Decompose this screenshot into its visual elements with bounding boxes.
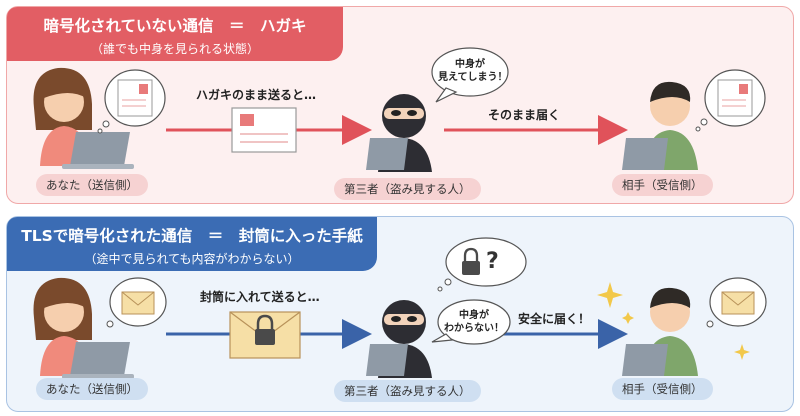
thief-thought-bubble-bottom: [437, 237, 527, 292]
encrypted-banner: TLSで暗号化された通信 ＝ 封筒に入った手紙 （途中で見られても内容がわからな…: [7, 217, 377, 271]
unencrypted-subtitle: （誰でも中身を見られる状態）: [90, 42, 259, 56]
laptop-icon: [366, 138, 408, 170]
deliver-label-bottom: 安全に届く！: [518, 312, 591, 326]
recipient-label-top: 相手（受信側）: [612, 174, 713, 196]
thief-speech-bubble-bottom: [431, 299, 511, 345]
thief-bubble-text-bottom: 中身が わからない！: [444, 310, 504, 334]
third-party-label-bottom: 第三者（盗み見する人）: [334, 380, 481, 402]
question-mark: ?: [486, 249, 499, 274]
send-label-bottom: 封筒に入れて送ると…: [200, 290, 320, 304]
envelope-icon: [121, 291, 155, 315]
deliver-label-top: そのまま届く: [488, 108, 561, 122]
send-label-top: ハガキのまま送ると…: [196, 88, 317, 102]
unencrypted-title: 暗号化されていない通信 ＝ ハガキ: [43, 17, 307, 35]
laptop-icon: [622, 138, 668, 170]
postcard-icon: [231, 107, 297, 153]
recipient-thought-bubble-top: [695, 69, 766, 132]
recipient-thought-bubble-bottom: [706, 277, 767, 328]
padlock-icon: [255, 314, 275, 345]
laptop-icon: [62, 342, 134, 379]
thief-bubble-text-top: 中身が 見えてしまう！: [438, 59, 508, 83]
encrypted-title: TLSで暗号化された通信 ＝ 封筒に入った手紙: [21, 227, 363, 245]
third-party-label-top: 第三者（盗み見する人）: [334, 178, 481, 200]
laptop-icon: [366, 344, 408, 376]
sender-thought-bubble-top: [97, 69, 166, 134]
postcard-icon: [717, 79, 753, 117]
envelope-icon: [721, 291, 755, 315]
sparkle-icon: [597, 282, 750, 360]
padlock-icon: [462, 247, 480, 275]
unencrypted-banner: 暗号化されていない通信 ＝ ハガキ （誰でも中身を見られる状態）: [7, 7, 343, 61]
encrypted-subtitle: （途中で見られても内容がわからない）: [84, 252, 300, 266]
recipient-label-bottom: 相手（受信側）: [612, 378, 713, 400]
sender-label-bottom: あなた（送信側）: [36, 378, 148, 400]
sender-label-top: あなた（送信側）: [36, 174, 148, 196]
thief-speech-bubble-top: [431, 47, 509, 103]
laptop-icon: [62, 132, 134, 169]
postcard-icon: [117, 79, 153, 117]
sender-thought-bubble-bottom: [106, 277, 167, 328]
laptop-icon: [622, 344, 668, 376]
sender-person-top: [33, 67, 92, 166]
